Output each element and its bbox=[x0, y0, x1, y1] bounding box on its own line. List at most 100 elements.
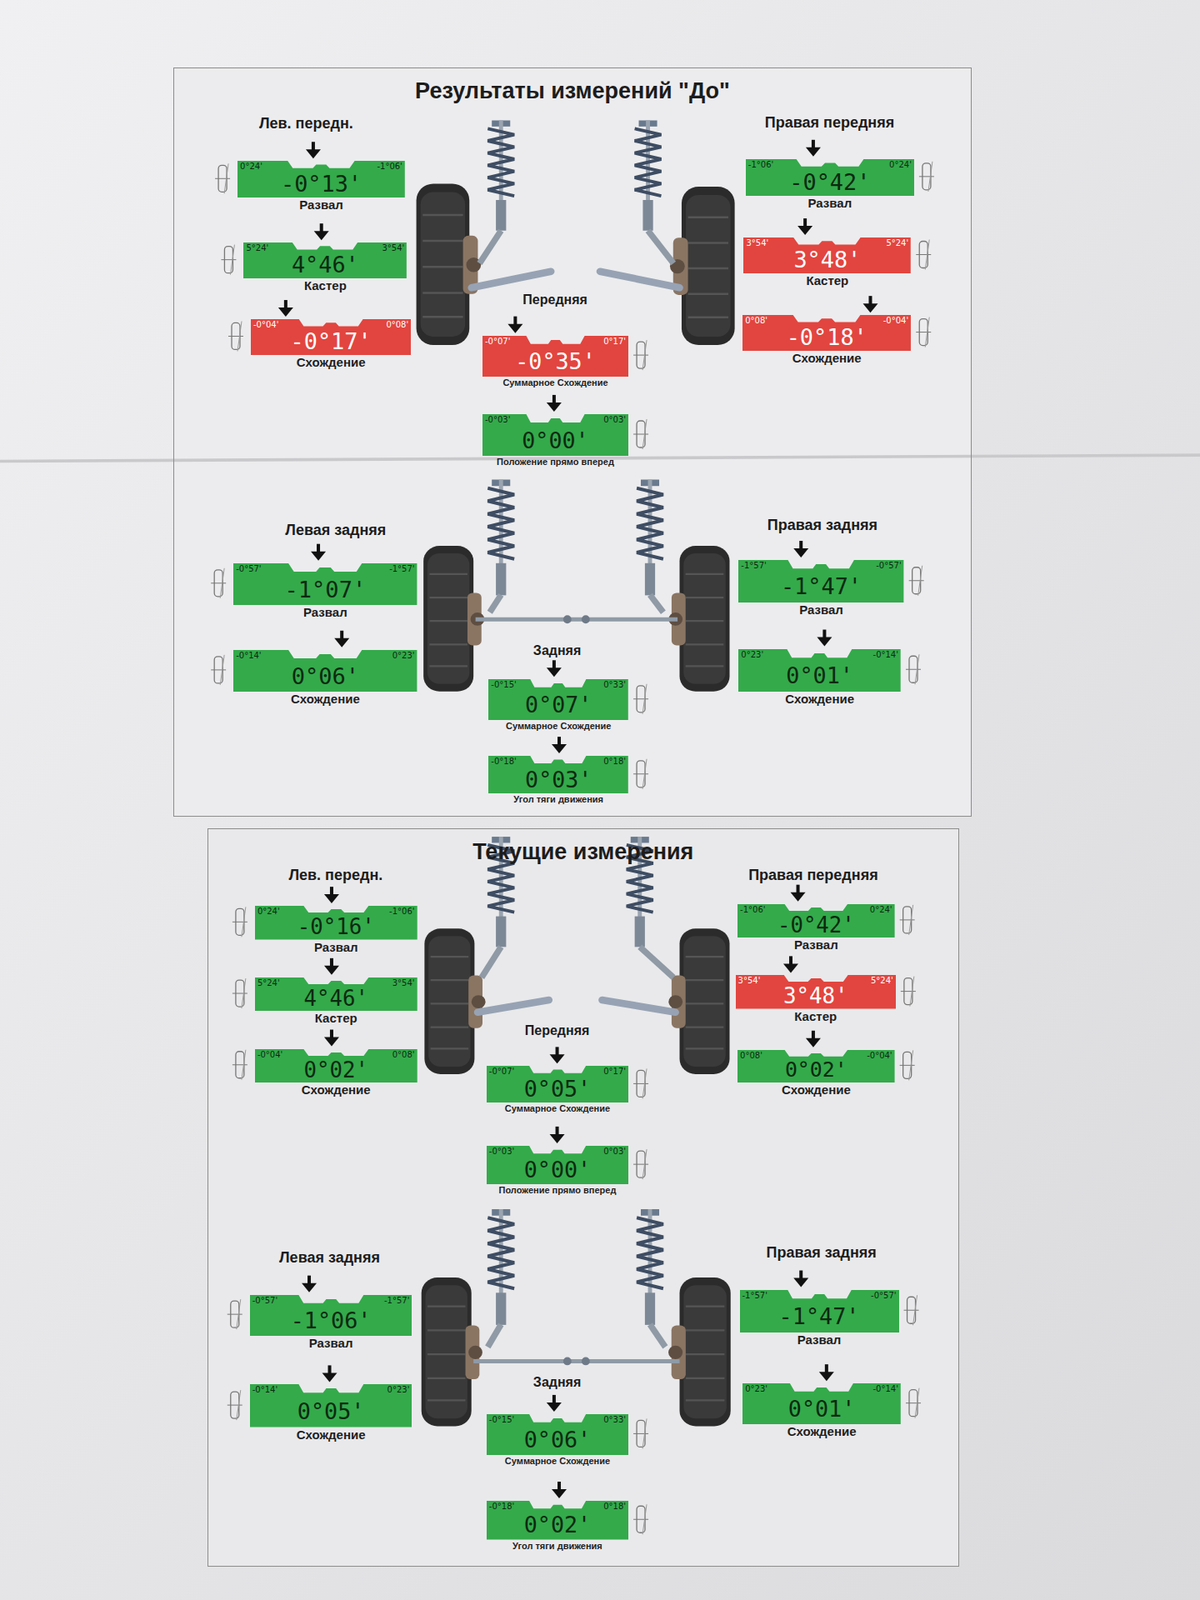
gauge-caption: Кастер bbox=[304, 279, 347, 294]
gauge-fill bbox=[237, 160, 405, 198]
pointer-arrow bbox=[793, 548, 809, 558]
gauge-caption: Развал bbox=[794, 938, 839, 953]
range-max: -1°06' bbox=[389, 906, 415, 916]
range-max: 0°08' bbox=[385, 320, 409, 330]
wheel-icon bbox=[904, 1310, 920, 1311]
wheel-icon bbox=[633, 1519, 649, 1520]
wheel-icon bbox=[909, 580, 925, 581]
gauge-fill bbox=[486, 1414, 629, 1455]
range-min: -1°57' bbox=[742, 1290, 768, 1300]
wheel-icon bbox=[633, 434, 649, 435]
axle-label: Лев. передн. bbox=[259, 115, 354, 133]
wheel-icon bbox=[925, 240, 930, 270]
gauge-caption: Схождение bbox=[785, 692, 855, 707]
gauge-box: -0°14'0°23'0°05'Схождение bbox=[250, 1384, 413, 1427]
wheel-icon bbox=[642, 419, 647, 450]
wheel-icon bbox=[232, 1064, 248, 1065]
range-min: 3°54' bbox=[738, 975, 761, 985]
wheel-icon bbox=[210, 669, 226, 670]
wheel-icon bbox=[925, 317, 930, 348]
gauge-caption: Развал bbox=[303, 605, 348, 620]
gauge-fill bbox=[488, 755, 629, 794]
gauge-caption: Развал bbox=[797, 1333, 842, 1348]
wheel-icon bbox=[900, 1065, 915, 1066]
gauge-fill bbox=[740, 1290, 900, 1333]
range-min: -0°14' bbox=[235, 650, 261, 660]
wheel-icon bbox=[905, 1402, 921, 1404]
range-min: -0°18' bbox=[490, 756, 516, 766]
axle-label: Передняя bbox=[522, 292, 588, 308]
pointer-arrow bbox=[546, 1402, 562, 1412]
range-min: 0°23' bbox=[745, 1384, 768, 1394]
gauge-value: -0°35' bbox=[482, 346, 629, 376]
wheel-icon bbox=[224, 163, 229, 194]
pointer-arrow bbox=[550, 1134, 565, 1144]
gauge-fill bbox=[486, 1065, 629, 1103]
wheel-icon bbox=[900, 919, 915, 920]
gauge-value: -1°47' bbox=[740, 1301, 900, 1333]
pointer-arrow bbox=[546, 667, 562, 677]
range-min: -0°14' bbox=[252, 1385, 278, 1395]
gauge-box: -0°57'-1°57'-1°06'Развал bbox=[250, 1295, 413, 1336]
gauge-caption: Схождение bbox=[296, 355, 366, 370]
gauge-value: -1°06' bbox=[250, 1305, 413, 1335]
gauge-value: 0°07' bbox=[488, 690, 629, 720]
wheel-icon bbox=[633, 1164, 649, 1165]
gauge-fill bbox=[737, 904, 895, 938]
range-min: -0°18' bbox=[489, 1501, 515, 1511]
gauge-value: 3°48' bbox=[735, 985, 896, 1010]
wheel-icon bbox=[633, 1083, 649, 1085]
gauge-fill bbox=[742, 1383, 901, 1425]
pointer-arrow bbox=[301, 1283, 317, 1293]
wheel-icon bbox=[642, 1149, 647, 1180]
wheel-icon bbox=[913, 1295, 918, 1325]
gauge-fill bbox=[255, 905, 418, 940]
wheel-icon bbox=[230, 245, 235, 275]
range-min: 5°24' bbox=[245, 243, 269, 253]
pointer-arrow bbox=[550, 1054, 565, 1064]
gauge-box: 3°54'5°24'3°48'Кастер bbox=[743, 237, 911, 274]
range-max: 3°54' bbox=[381, 243, 405, 253]
wheel-icon bbox=[241, 906, 246, 937]
wheel-icon bbox=[227, 1314, 243, 1315]
range-max: -1°57' bbox=[389, 564, 415, 574]
pointer-arrow bbox=[324, 1037, 340, 1047]
pointer-arrow bbox=[816, 637, 832, 647]
gauge-caption: Развал bbox=[314, 940, 359, 955]
axle-label: Правая задняя bbox=[767, 517, 878, 535]
range-max: -0°14' bbox=[873, 1384, 899, 1394]
gauge-fill bbox=[743, 237, 911, 274]
pointer-arrow bbox=[322, 1372, 338, 1382]
range-max: 3°54' bbox=[392, 978, 415, 988]
pointer-arrow bbox=[793, 1278, 809, 1288]
gauge-box: -0°03'0°03'0°00'Положение прямо вперед bbox=[486, 1145, 629, 1185]
rear-suspension bbox=[423, 480, 730, 692]
wheel-icon bbox=[642, 1418, 647, 1449]
gauge-value: 0°03' bbox=[488, 766, 629, 795]
wheel-icon bbox=[215, 178, 230, 180]
gauge-value: -0°13' bbox=[237, 171, 405, 199]
wheel-icon bbox=[228, 335, 244, 337]
range-max: 0°23' bbox=[392, 650, 415, 660]
gauge-box: 0°08'-0°04'0°02'Схождение bbox=[737, 1050, 895, 1083]
gauge-box: -0°07'0°17'0°05'Суммарное Схождение bbox=[486, 1065, 629, 1103]
axle-label: Правая передняя bbox=[748, 867, 878, 885]
pointer-arrow bbox=[551, 744, 567, 754]
gauge-box: 5°24'3°54'4°46'Кастер bbox=[255, 977, 418, 1011]
range-min: -0°03' bbox=[485, 415, 510, 425]
measurement-panel: Результаты измерений "До"0°24'-1°06'-0°1… bbox=[173, 67, 972, 817]
wheel-icon bbox=[918, 565, 923, 596]
pointer-arrow bbox=[324, 965, 340, 975]
wheel-icon bbox=[642, 684, 647, 715]
axle-label: Передняя bbox=[525, 1023, 590, 1039]
range-max: 0°33' bbox=[603, 1415, 626, 1425]
gauge-box: 3°54'5°24'3°48'Кастер bbox=[735, 975, 896, 1009]
pointer-arrow bbox=[546, 402, 562, 412]
gauge-fill bbox=[488, 679, 629, 720]
axle-label: Правая передняя bbox=[765, 115, 895, 132]
gauge-value: 0°00' bbox=[486, 1156, 629, 1185]
gauge-value: 0°05' bbox=[250, 1396, 413, 1428]
gauge-box: 0°24'-1°06'-0°13'Развал bbox=[237, 160, 405, 198]
range-max: 0°17' bbox=[603, 336, 626, 346]
